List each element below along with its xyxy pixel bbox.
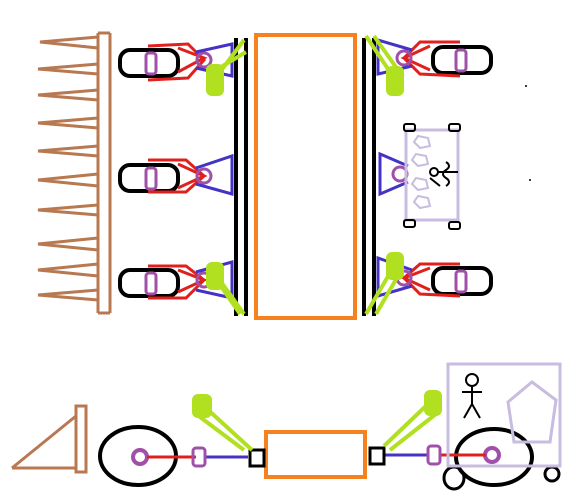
side-mounts xyxy=(248,446,386,468)
left-wheel-rear xyxy=(118,268,180,298)
left-rails xyxy=(234,38,248,316)
side-sensor-panel xyxy=(446,362,562,468)
pentagon-icon xyxy=(506,380,558,444)
top-view xyxy=(37,31,531,320)
side-joints xyxy=(191,444,442,468)
sensor-glyph-icon xyxy=(429,161,458,187)
top-braces xyxy=(195,37,413,300)
side-axles xyxy=(147,453,486,459)
side-springs xyxy=(194,402,438,452)
side-spring-pads xyxy=(192,390,442,418)
chassis-side xyxy=(264,430,367,479)
left-wheel-middle xyxy=(118,163,180,193)
chassis-top xyxy=(254,33,357,320)
top-springs xyxy=(212,34,400,316)
top-spring-pads xyxy=(206,64,404,290)
right-wheel-front xyxy=(431,45,493,75)
right-rails xyxy=(362,38,376,316)
person-icon xyxy=(462,373,482,419)
side-rear-wheel xyxy=(442,427,561,491)
right-wheel-rear xyxy=(431,266,493,296)
side-view xyxy=(11,362,562,491)
right-arms xyxy=(400,40,461,298)
comb-attachment xyxy=(37,31,112,315)
left-wheel-front xyxy=(118,48,180,78)
wedge-attachment xyxy=(11,404,88,474)
left-arms xyxy=(147,42,208,300)
sensor-box xyxy=(403,123,461,230)
